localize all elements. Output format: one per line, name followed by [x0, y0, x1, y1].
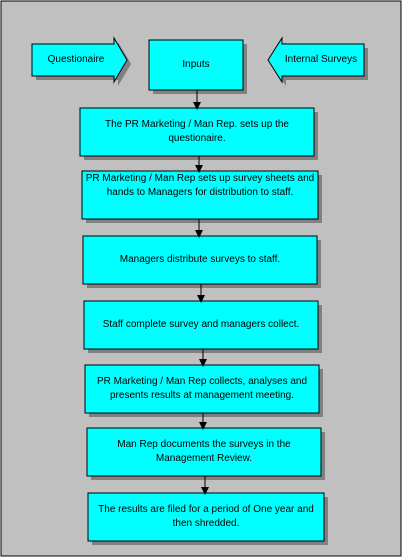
step-6-box	[86, 427, 322, 477]
step-2-text: PR Marketing / Man Rep sets up survey sh…	[85, 173, 315, 198]
internal-surveys-arrow	[267, 36, 365, 84]
step-5-text: PR Marketing / Man Rep collects, analyse…	[96, 376, 308, 401]
step-1-box	[79, 107, 315, 157]
step-2-box	[81, 170, 319, 220]
inputs-box	[148, 39, 244, 91]
step-5-box	[84, 364, 320, 414]
step-4-text: Staff complete survey and managers colle…	[102, 319, 300, 330]
step-1-text: The PR Marketing / Man Rep. sets up the …	[105, 119, 289, 144]
step-7-text: The results are filed for a period of On…	[98, 504, 314, 529]
inputs-label: Inputs	[182, 59, 210, 70]
step-6-text: Man Rep documents the surveys in the Man…	[117, 439, 291, 464]
questionnaire-arrow	[31, 36, 128, 84]
questionnaire-label: Questionaire	[47, 54, 105, 65]
step-4-box	[83, 300, 319, 350]
step-3-box	[82, 235, 318, 285]
step-3-text: Managers distribute surveys to staff.	[119, 254, 281, 265]
internal-surveys-label: Internal Surveys	[284, 54, 358, 65]
